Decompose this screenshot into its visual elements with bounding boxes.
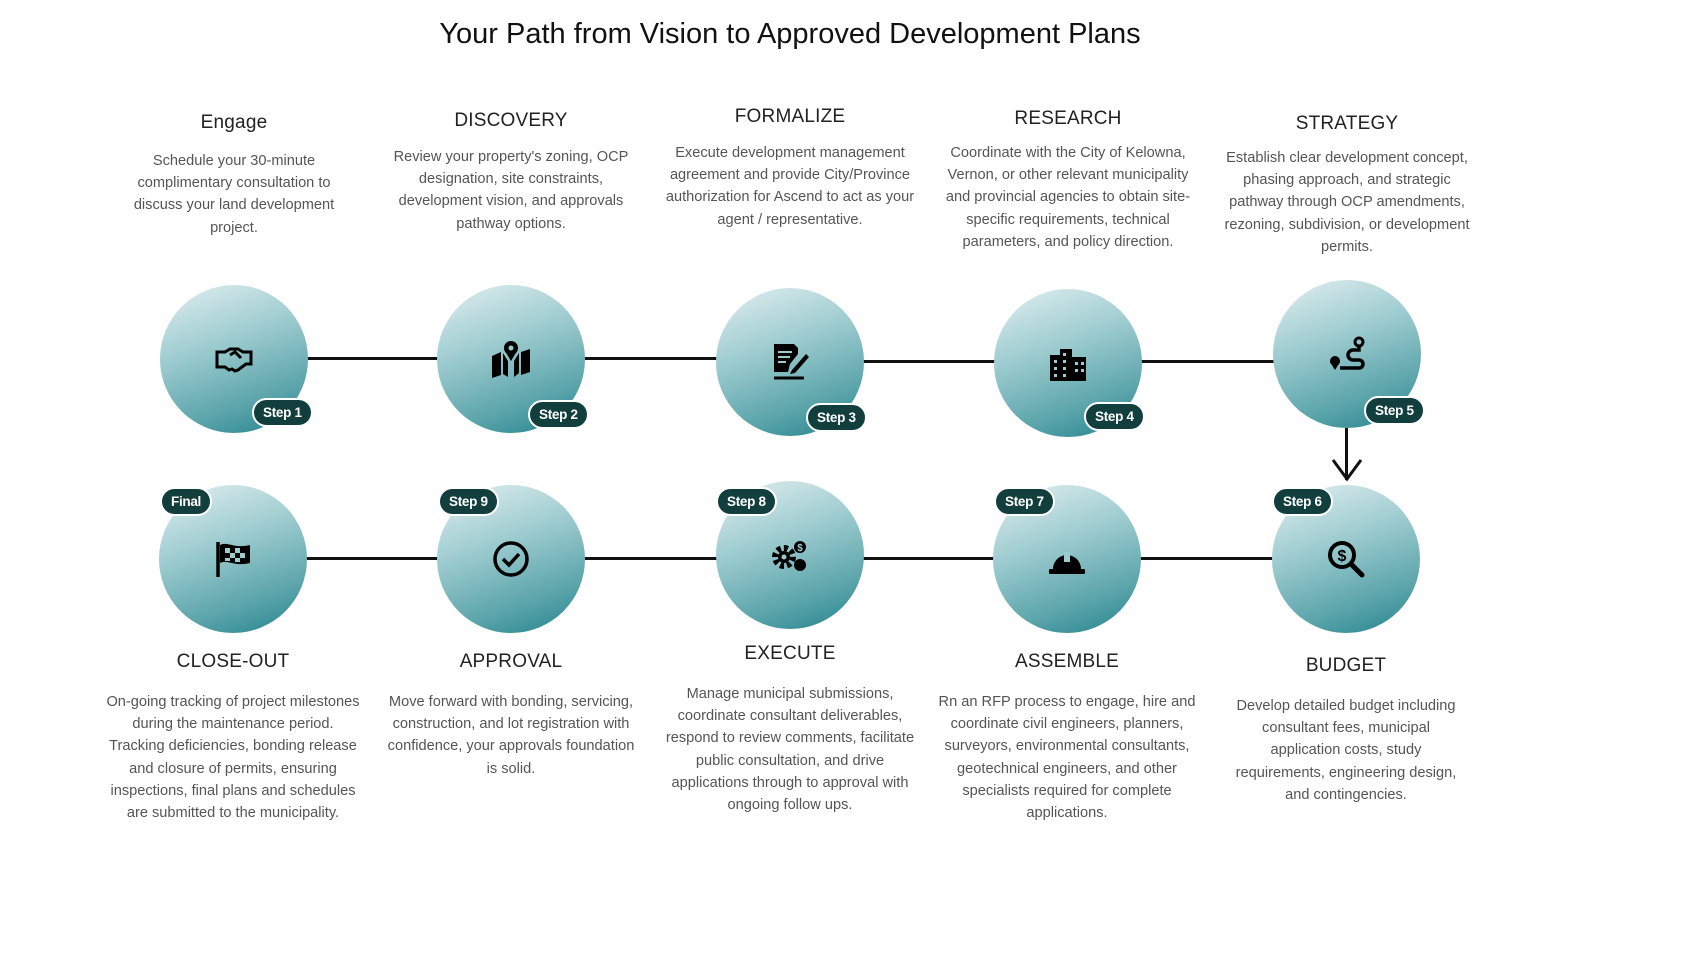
- down-arrow: [1345, 428, 1348, 480]
- step-description: Establish clear development concept, pha…: [1224, 150, 1470, 255]
- svg-text:$: $: [1338, 548, 1347, 565]
- step-title: DISCOVERY: [454, 110, 568, 131]
- step-badge: Step 4: [1084, 402, 1145, 431]
- step-assemble: ASSEMBLE Rn an RFP process to engage, hi…: [937, 651, 1197, 824]
- route-icon: [1330, 336, 1365, 370]
- step-description: Review your property's zoning, OCP desig…: [393, 149, 629, 232]
- step-badge: Step 3: [806, 403, 867, 432]
- step-badge: Step 6: [1272, 487, 1333, 516]
- step-badge: Final: [160, 487, 213, 516]
- step-description: Move forward with bonding, servicing, co…: [387, 694, 635, 777]
- city-buildings-icon: [1050, 349, 1086, 381]
- svg-text:$: $: [797, 543, 803, 554]
- step-title: ASSEMBLE: [1014, 651, 1120, 672]
- step-title: Engage: [200, 112, 268, 133]
- checkered-flag-icon: [216, 542, 250, 577]
- step-title: RESEARCH: [1014, 108, 1122, 129]
- arrow-head-icon: [1331, 459, 1363, 482]
- step-description: Coordinate with the City of Kelowna, Ver…: [945, 145, 1191, 250]
- signed-document-icon: [774, 344, 809, 380]
- step-description: Develop detailed budget including consul…: [1235, 698, 1457, 803]
- step-description: Execute development management agreement…: [665, 145, 915, 228]
- step-badge: Step 7: [994, 487, 1055, 516]
- step-title: CLOSE-OUT: [176, 651, 290, 672]
- step-badge: Step 2: [528, 400, 589, 429]
- step-description: Schedule your 30-minute complimentary co…: [133, 153, 335, 236]
- step-discovery: DISCOVERY Review your property's zoning,…: [381, 110, 641, 235]
- map-pin-icon: [492, 341, 530, 378]
- step-strategy: STRATEGY Establish clear development con…: [1217, 113, 1477, 258]
- step-budget: BUDGET Develop detailed budget including…: [1216, 655, 1476, 806]
- step-description: Rn an RFP process to engage, hire and co…: [938, 694, 1196, 822]
- step-close-out: CLOSE-OUT On-going tracking of project m…: [103, 651, 363, 824]
- step-title: BUDGET: [1305, 655, 1387, 676]
- step-title: APPROVAL: [459, 651, 563, 672]
- step-formalize: FORMALIZE Execute development management…: [660, 106, 920, 231]
- step-description: Manage municipal submissions, coordinate…: [665, 686, 915, 814]
- step-title: EXECUTE: [744, 643, 836, 664]
- step-execute: EXECUTE Manage municipal submissions, co…: [660, 643, 920, 816]
- handshake-icon: [215, 347, 253, 373]
- step-engage: Engage Schedule your 30-minute complimen…: [104, 112, 364, 239]
- step-badge: Step 5: [1364, 396, 1425, 425]
- step-badge: Step 9: [438, 487, 499, 516]
- step-title: FORMALIZE: [734, 106, 846, 127]
- gears-dollar-icon: $: [772, 541, 806, 571]
- step-description: On-going tracking of project milestones …: [106, 694, 360, 822]
- check-circle-icon: [493, 541, 529, 577]
- step-approval: APPROVAL Move forward with bonding, serv…: [381, 651, 641, 780]
- dollar-search-icon: $: [1328, 541, 1365, 578]
- hard-hat-icon: [1049, 552, 1085, 574]
- page-title: Your Path from Vision to Approved Develo…: [439, 18, 1141, 50]
- step-title: STRATEGY: [1295, 113, 1399, 134]
- step-badge: Step 8: [716, 487, 777, 516]
- step-badge: Step 1: [252, 398, 313, 427]
- step-research: RESEARCH Coordinate with the City of Kel…: [938, 108, 1198, 253]
